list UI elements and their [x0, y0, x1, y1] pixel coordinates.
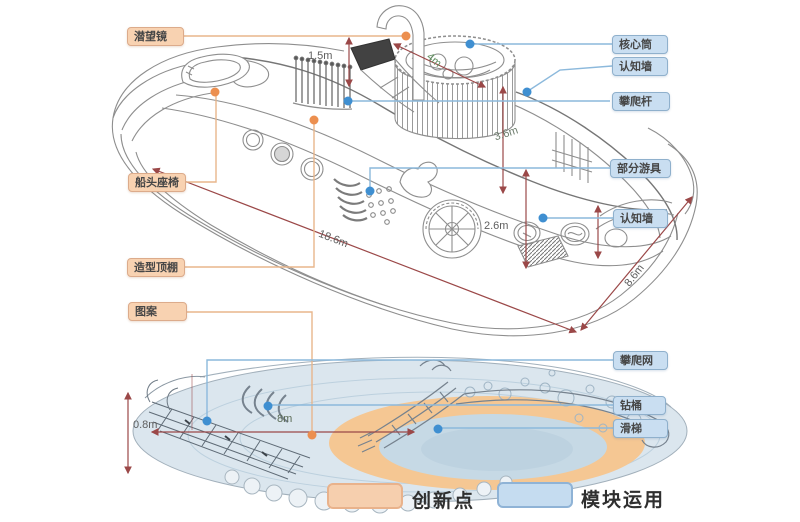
- core-tube-label: 核心筒: [612, 35, 668, 54]
- bow-seat-label: 船头座椅: [128, 173, 186, 192]
- module-legend-text: 模块运用: [581, 490, 666, 511]
- dim-label-1-5m: 1.5m: [308, 50, 332, 62]
- dim-label-0-8m: 0.8m: [133, 419, 157, 431]
- stern-portholes: [513, 221, 628, 248]
- porthole-icons: [242, 129, 324, 181]
- stern-ladder: [551, 132, 593, 183]
- play-equipment-label: 部分游具: [610, 159, 671, 178]
- connector-dots: [202, 31, 548, 440]
- periscope-label: 潜望镜: [127, 27, 184, 46]
- canopy-label: 造型顶棚: [127, 258, 185, 277]
- dim-label-2-6m: 2.6m: [484, 220, 508, 232]
- wheel-window-icon: [422, 199, 482, 259]
- dim-label-18-6m: 18.6m: [317, 228, 350, 250]
- innovation-legend-text: 创新点: [412, 491, 476, 512]
- dimension-lines: [124, 36, 693, 475]
- climbing-poles-icon: [292, 55, 353, 110]
- periscope-icon: [376, 5, 425, 101]
- connector-lines: [183, 35, 613, 434]
- gill-vents: [333, 178, 368, 222]
- module-legend-swatch: [497, 482, 573, 508]
- pattern-label: 图案: [128, 302, 187, 321]
- slide-label: 滑梯: [613, 419, 668, 438]
- climbing-pole-label: 攀爬杆: [612, 92, 670, 111]
- dim-label-8m: 8m: [277, 413, 292, 425]
- dim-label-8-6m: 8.6m: [622, 262, 647, 289]
- innovation-legend-swatch: [327, 483, 403, 509]
- cognition-wall-label-2: 认知墙: [613, 209, 668, 228]
- cognition-wall-label-1: 认知墙: [612, 57, 668, 76]
- bow-seat-icon: [181, 53, 250, 88]
- climbing-net-label: 攀爬网: [613, 351, 668, 370]
- crawl-barrel-label: 钻桶: [613, 396, 666, 415]
